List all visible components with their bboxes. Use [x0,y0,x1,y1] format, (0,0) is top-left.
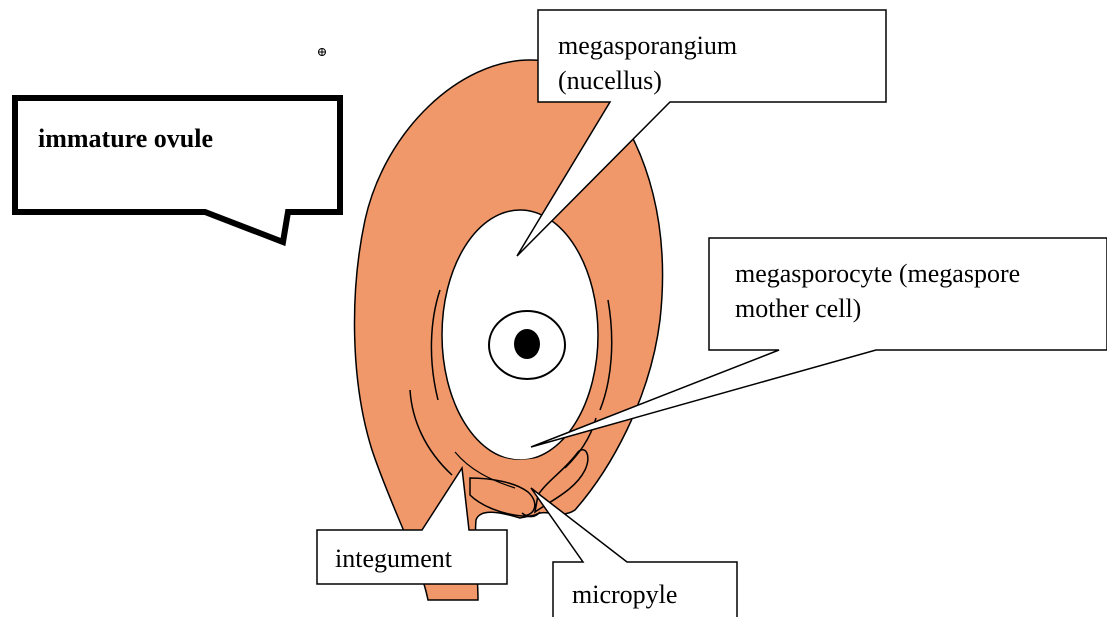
megasporocyte-nucleus [514,329,540,359]
megasporangium-label-line2: (nucellus) [558,66,662,95]
megasporangium-label-line1: megasporangium [558,31,737,60]
micropyle-label: micropyle [572,580,677,609]
title-text: immature ovule [38,124,213,153]
megasporocyte-label-line1: megasporocyte (megaspore [735,259,1020,288]
integument-label: integument [335,544,453,573]
crosshair-mark [318,48,326,56]
megasporocyte-label-line2: mother cell) [735,294,861,323]
